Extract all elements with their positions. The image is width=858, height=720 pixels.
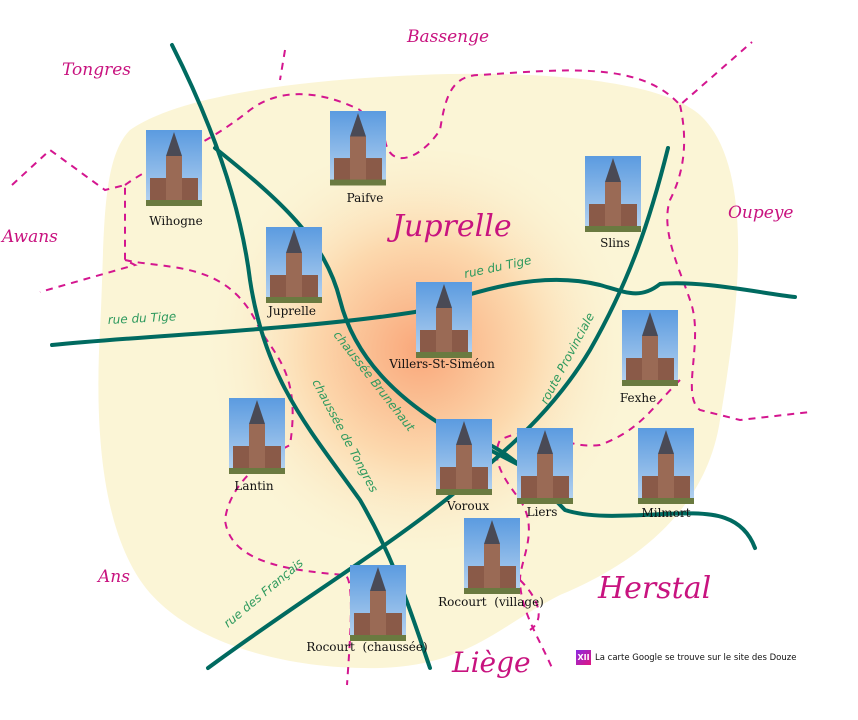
village-rocourt-chaussee[interactable]: Rocourt (chaussée) — [306, 565, 428, 654]
village-slins[interactable]: Slins — [585, 156, 641, 250]
svg-text:Fexhe: Fexhe — [620, 391, 656, 405]
svg-text:Slins: Slins — [600, 236, 630, 250]
svg-text:Lantin: Lantin — [234, 479, 274, 493]
note-text[interactable]: La carte Google se trouve sur le site de… — [595, 652, 797, 663]
village-fexhe[interactable]: Fexhe — [620, 310, 678, 405]
svg-text:Rocourt (chaussée): Rocourt (chaussée) — [306, 640, 427, 654]
svg-text:Villers-St-Siméon: Villers-St-Siméon — [388, 357, 495, 371]
village-villers-st-simeon[interactable]: Villers-St-Siméon — [388, 282, 495, 371]
village-lantin[interactable]: Lantin — [229, 398, 285, 493]
road-rue-du-tige — [50, 277, 797, 347]
svg-text:Voroux: Voroux — [446, 499, 489, 513]
village-milmort[interactable]: Milmort — [638, 428, 694, 520]
svg-text:Liers: Liers — [527, 505, 558, 519]
village-paifve[interactable]: Paifve — [330, 111, 386, 205]
commune-labels: Tongres Bassenge Oupeye Awans Juprelle A… — [0, 27, 794, 679]
svg-text:Juprelle: Juprelle — [266, 304, 316, 318]
village-juprelle[interactable]: Juprelle — [266, 227, 322, 318]
commune-oupeye: Oupeye — [728, 203, 794, 223]
google-map-note[interactable]: XII La carte Google se trouve sur le sit… — [576, 650, 796, 665]
commune-bassenge: Bassenge — [406, 27, 489, 47]
villages: Wihogne Paifve Slins Juprelle Villers-St… — [146, 111, 694, 654]
commune-awans: Awans — [0, 227, 58, 247]
village-wihogne[interactable]: Wihogne — [146, 130, 203, 228]
douze-logo-icon: XII — [576, 650, 591, 665]
village-rocourt-village[interactable]: Rocourt (village) — [438, 518, 544, 609]
svg-text:Paifve: Paifve — [347, 191, 384, 205]
commune-ans: Ans — [96, 567, 130, 587]
label-rue-du-tige-west: rue du Tige — [107, 309, 176, 327]
commune-juprelle: Juprelle — [386, 209, 512, 244]
svg-text:Milmort: Milmort — [641, 506, 690, 520]
commune-herstal: Herstal — [597, 571, 711, 606]
svg-text:Wihogne: Wihogne — [149, 214, 202, 228]
village-voroux[interactable]: Voroux — [436, 419, 492, 513]
svg-text:Rocourt (village): Rocourt (village) — [438, 595, 544, 609]
commune-tongres: Tongres — [62, 60, 131, 80]
commune-liege: Liège — [451, 646, 531, 679]
village-liers[interactable]: Liers — [517, 428, 573, 519]
